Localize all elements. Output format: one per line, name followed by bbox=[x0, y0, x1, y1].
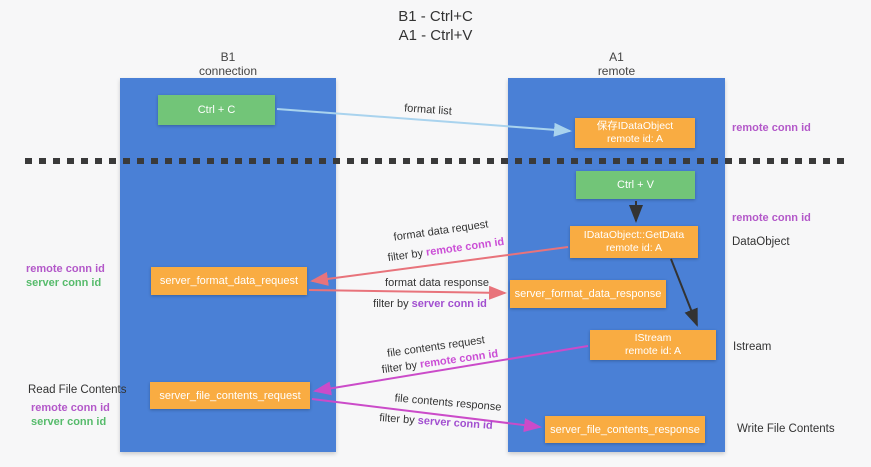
annotation-remote-conn-id-top: remote conn id bbox=[732, 122, 811, 134]
arrow-format-data-response bbox=[308, 285, 507, 300]
title-line-2: A1 - Ctrl+V bbox=[398, 27, 473, 44]
node-format-request-label: server_format_data_request bbox=[159, 275, 299, 287]
lane-header-b1: B1 connection bbox=[120, 50, 336, 78]
lane-b1-subtitle: connection bbox=[198, 64, 258, 78]
edge-label-format-data-response: format data response bbox=[385, 277, 489, 289]
diagram-title: B1 - Ctrl+C A1 - Ctrl+V bbox=[0, 7, 871, 45]
phase-divider-dashed-line bbox=[25, 158, 845, 164]
node-file-response-label: server_file_contents_response bbox=[550, 423, 700, 436]
edge-label-file-contents-response-filter: filter by server conn id bbox=[379, 412, 493, 432]
annotation-left-bottom-remote-conn-id: remote conn id bbox=[31, 402, 110, 414]
lane-a1-title: A1 bbox=[609, 50, 624, 64]
filter-value-remote-conn-id: remote conn id bbox=[425, 235, 505, 259]
node-server-file-contents-request: server_file_contents_request bbox=[150, 382, 310, 409]
node-file-request-label: server_file_contents_request bbox=[159, 389, 301, 402]
filter-by-prefix: filter by bbox=[373, 298, 412, 310]
filter-by-prefix: filter by bbox=[387, 246, 427, 265]
annotation-write-file-contents: Write File Contents bbox=[737, 423, 835, 435]
filter-by-prefix: filter by bbox=[378, 412, 419, 427]
lane-header-a1: A1 remote bbox=[508, 50, 725, 78]
filter-value-server-conn-id: server conn id bbox=[417, 414, 494, 432]
lane-a1-subtitle: remote bbox=[597, 64, 636, 78]
node-save-idataobject: 保存IDataObject remote id: A bbox=[575, 118, 695, 148]
filter-by-prefix: filter by bbox=[381, 358, 421, 377]
edge-label-format-data-response-filter: filter by server conn id bbox=[373, 298, 487, 310]
annotation-remote-conn-id-mid: remote conn id bbox=[732, 212, 811, 224]
node-server-format-data-response: server_format_data_response bbox=[510, 280, 666, 308]
node-server-format-data-request: server_format_data_request bbox=[151, 267, 307, 295]
node-server-file-contents-response: server_file_contents_response bbox=[545, 416, 705, 443]
node-ctrl-v: Ctrl + V bbox=[576, 171, 695, 199]
node-getdata-line1: IDataObject::GetData bbox=[583, 229, 685, 241]
annotation-dataobject: DataObject bbox=[732, 236, 790, 248]
node-istream: IStream remote id: A bbox=[590, 330, 716, 360]
node-save-idataobject-line2: remote id: A bbox=[606, 133, 664, 145]
annotation-left-bottom-server-conn-id: server conn id bbox=[31, 416, 107, 428]
annotation-left-server-conn-id: server conn id bbox=[26, 277, 102, 289]
node-istream-line2: remote id: A bbox=[624, 345, 682, 357]
node-ctrl-v-label: Ctrl + V bbox=[617, 179, 654, 191]
annotation-left-remote-conn-id: remote conn id bbox=[26, 263, 105, 275]
edge-label-file-contents-response: file contents response bbox=[394, 392, 502, 414]
node-ctrl-c: Ctrl + C bbox=[158, 95, 275, 125]
title-line-1: B1 - Ctrl+C bbox=[398, 8, 473, 25]
node-istream-line1: IStream bbox=[634, 332, 672, 344]
lane-b1-title: B1 bbox=[220, 50, 236, 64]
node-format-response-label: server_format_data_response bbox=[514, 288, 662, 300]
filter-value-server-conn-id: server conn id bbox=[411, 298, 487, 310]
annotation-istream: Istream bbox=[733, 341, 772, 353]
node-idataobject-getdata: IDataObject::GetData remote id: A bbox=[570, 226, 698, 258]
annotation-read-file-contents: Read File Contents bbox=[28, 384, 127, 396]
node-save-idataobject-line1: 保存IDataObject bbox=[596, 120, 674, 132]
edge-label-format-list: format list bbox=[403, 102, 453, 118]
node-getdata-line2: remote id: A bbox=[605, 242, 663, 254]
node-ctrl-c-label: Ctrl + C bbox=[197, 104, 236, 116]
